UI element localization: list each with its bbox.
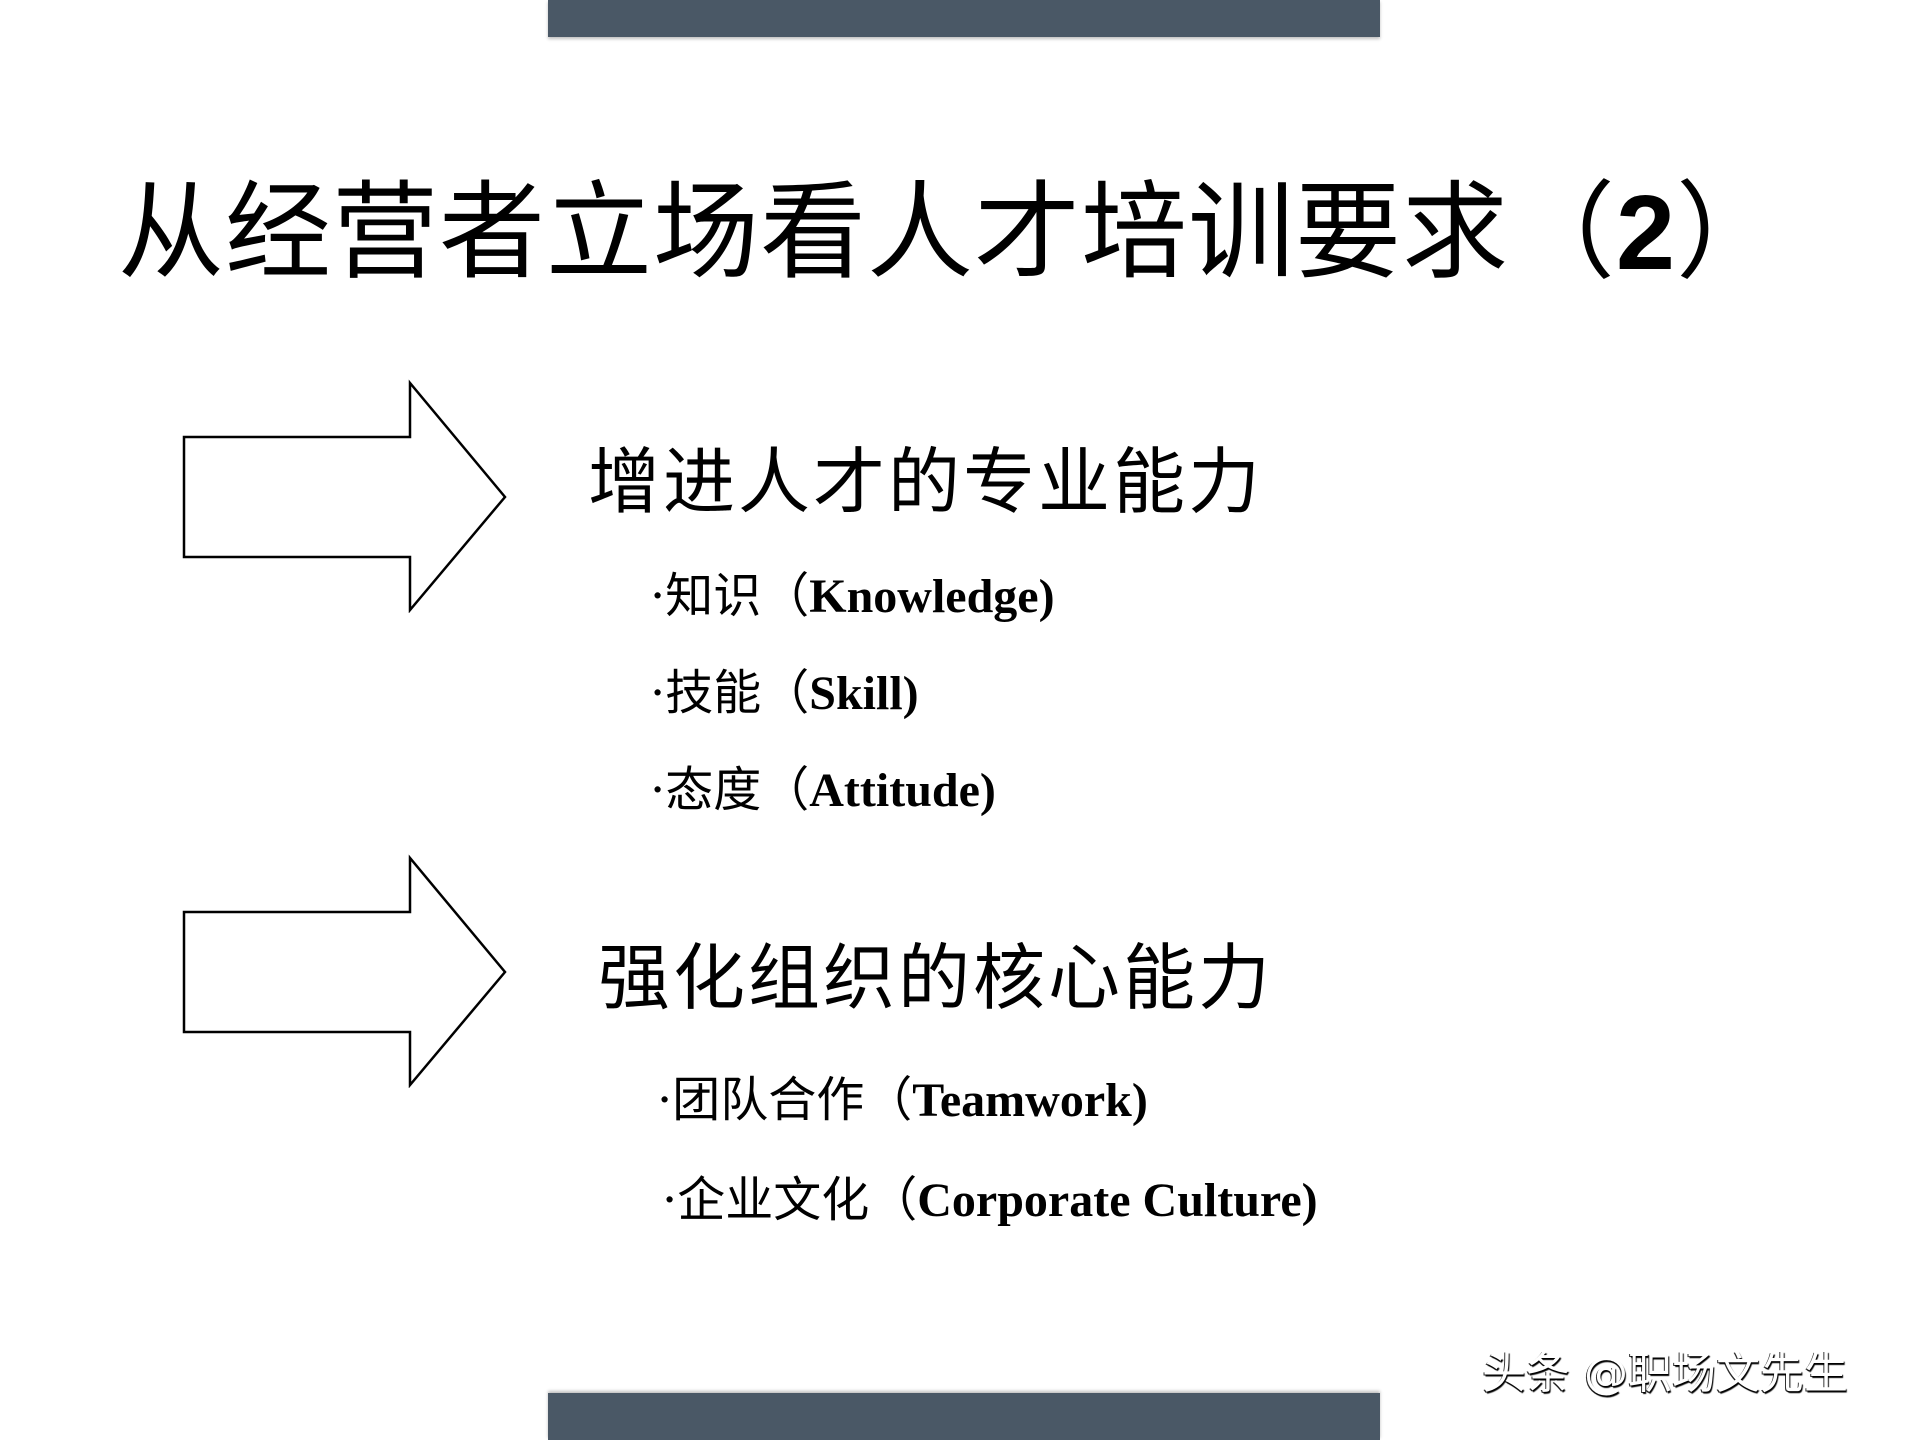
slide-title: 从经营者立场看人才培训要求（2） (118, 168, 1783, 298)
bottom-decorative-bar (548, 1393, 1380, 1440)
item-en: Teamwork) (912, 1074, 1148, 1127)
title-number: 2 (1616, 174, 1676, 292)
list-item-knowledge: ·知识（Knowledge) (650, 566, 1055, 627)
list-item-teamwork: ·团队合作（Teamwork) (657, 1070, 1148, 1131)
item-en: Attitude) (809, 764, 996, 817)
top-decorative-bar (548, 0, 1380, 37)
item-en: Knowledge) (809, 570, 1055, 623)
section-heading-professional-ability: 增进人才的专业能力 (588, 440, 1264, 524)
right-arrow-icon (180, 378, 515, 613)
title-text: 从经营者立场看人才培训要求（ (118, 171, 1616, 294)
right-arrow-icon (180, 853, 515, 1088)
item-zh: ·企业文化（ (662, 1172, 918, 1228)
item-zh: ·技能（ (650, 665, 810, 721)
item-zh: ·团队合作（ (657, 1072, 913, 1128)
list-item-skill: ·技能（Skill) (650, 663, 919, 724)
item-zh: ·知识（ (650, 568, 810, 624)
watermark: 头条 @职场文先生 (1482, 1348, 1848, 1399)
list-item-corporate-culture: ·企业文化（Corporate Culture) (662, 1170, 1318, 1231)
item-en: Corporate Culture) (917, 1174, 1318, 1227)
section-heading-core-competence: 强化组织的核心能力 (598, 936, 1274, 1020)
item-en: Skill) (809, 667, 919, 720)
title-close-paren: ） (1675, 171, 1783, 294)
list-item-attitude: ·态度（Attitude) (650, 760, 996, 821)
item-zh: ·态度（ (650, 762, 810, 818)
